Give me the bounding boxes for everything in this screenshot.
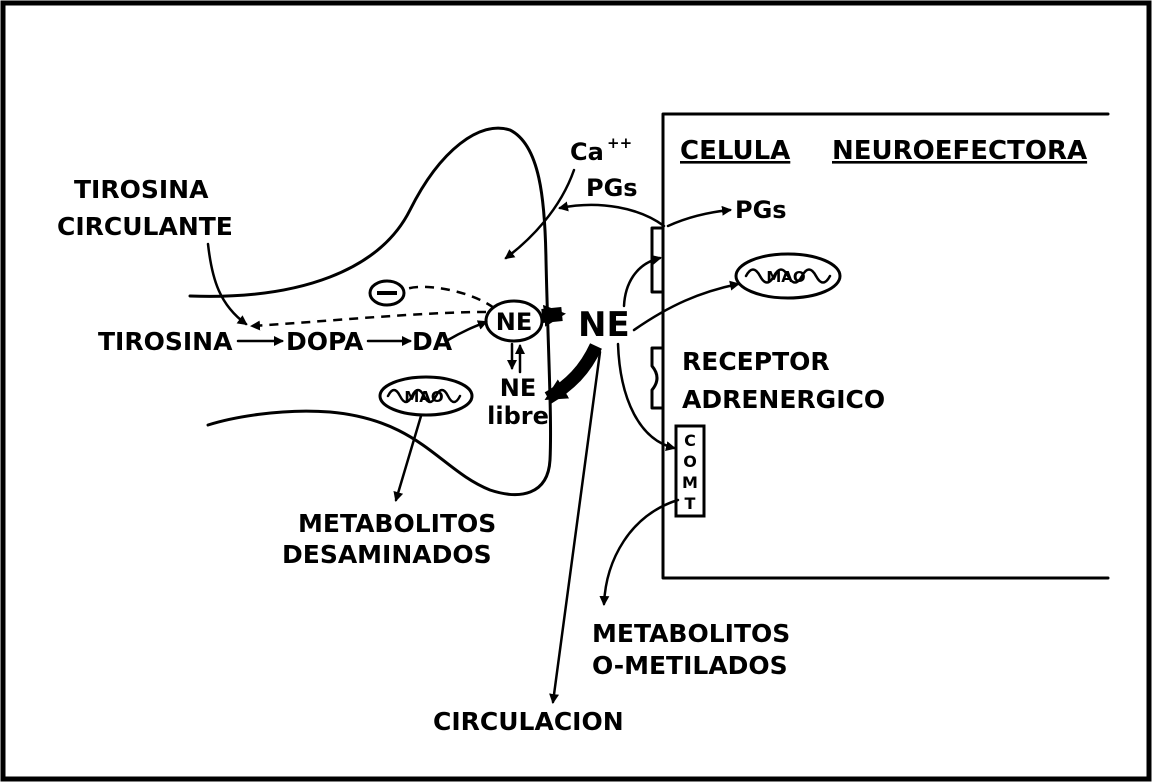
adrenergic-receptor-notch	[652, 348, 663, 408]
label-pgs-left: PGs	[586, 174, 638, 202]
arrow-ne-to-circulacion	[553, 352, 600, 702]
comt-letter-o: O	[683, 452, 697, 471]
label-ne-libre-1: NE	[500, 374, 536, 402]
label-calcium: Ca	[570, 138, 604, 166]
arrow-comt-to-o-metilados	[604, 500, 678, 604]
figure-frame	[3, 3, 1149, 779]
comt-letter-m: M	[682, 473, 698, 492]
arrow-da-vesicle	[448, 322, 486, 340]
label-circulacion: CIRCULACION	[433, 707, 624, 736]
mao-neuron-label: MAO	[404, 388, 443, 406]
label-met-metilados-2: O-METILADOS	[592, 651, 788, 680]
mao-mitochondrion-neuron: MAO	[380, 377, 472, 415]
label-tirosina-circulante-1: TIROSINA	[74, 175, 209, 204]
arrow-mao-to-desaminados	[396, 416, 421, 500]
feedback-dashed-upper	[404, 287, 494, 308]
label-calcium-charge: ++	[607, 134, 632, 152]
label-tirosina: TIROSINA	[98, 327, 233, 356]
label-tirosina-circulante-2: CIRCULANTE	[57, 212, 233, 241]
label-da: DA	[412, 327, 453, 356]
label-ne-libre-2: libre	[487, 402, 549, 430]
inhibition-circle	[370, 281, 404, 305]
arrow-ne-to-comt	[618, 344, 674, 448]
comt-letter-t: T	[685, 494, 696, 513]
label-celula: CELULA	[680, 136, 790, 166]
mao-cell-label: MAO	[766, 268, 805, 286]
arrow-tirosina-circulante	[208, 244, 246, 324]
comt-letter-c: C	[684, 431, 696, 450]
label-met-metilados-1: METABOLITOS	[592, 619, 790, 648]
arrow-ne-to-receptor	[624, 258, 660, 306]
arrow-ne-to-cell-mao	[634, 284, 738, 330]
label-receptor-1: RECEPTOR	[682, 347, 830, 376]
label-ne-cleft: NE	[578, 305, 630, 345]
pgs-out-arrow	[668, 210, 730, 226]
mao-mitochondrion-cell: MAO	[736, 254, 840, 298]
thick-release-arrow	[542, 314, 562, 316]
thick-reuptake-arrow	[548, 346, 596, 398]
label-met-desaminados-1: METABOLITOS	[298, 509, 496, 538]
label-ne-vesicle: NE	[496, 308, 532, 336]
effector-cell-membrane	[663, 114, 1108, 578]
pgs-double-arrow	[560, 205, 664, 226]
label-pgs-right: PGs	[735, 196, 787, 224]
label-receptor-2: ADRENERGICO	[682, 385, 885, 414]
label-dopa: DOPA	[286, 327, 364, 356]
feedback-dashed-to-tirosina	[252, 312, 486, 326]
label-met-desaminados-2: DESAMINADOS	[282, 540, 492, 569]
label-neuroefectora: NEUROEFECTORA	[832, 136, 1087, 166]
